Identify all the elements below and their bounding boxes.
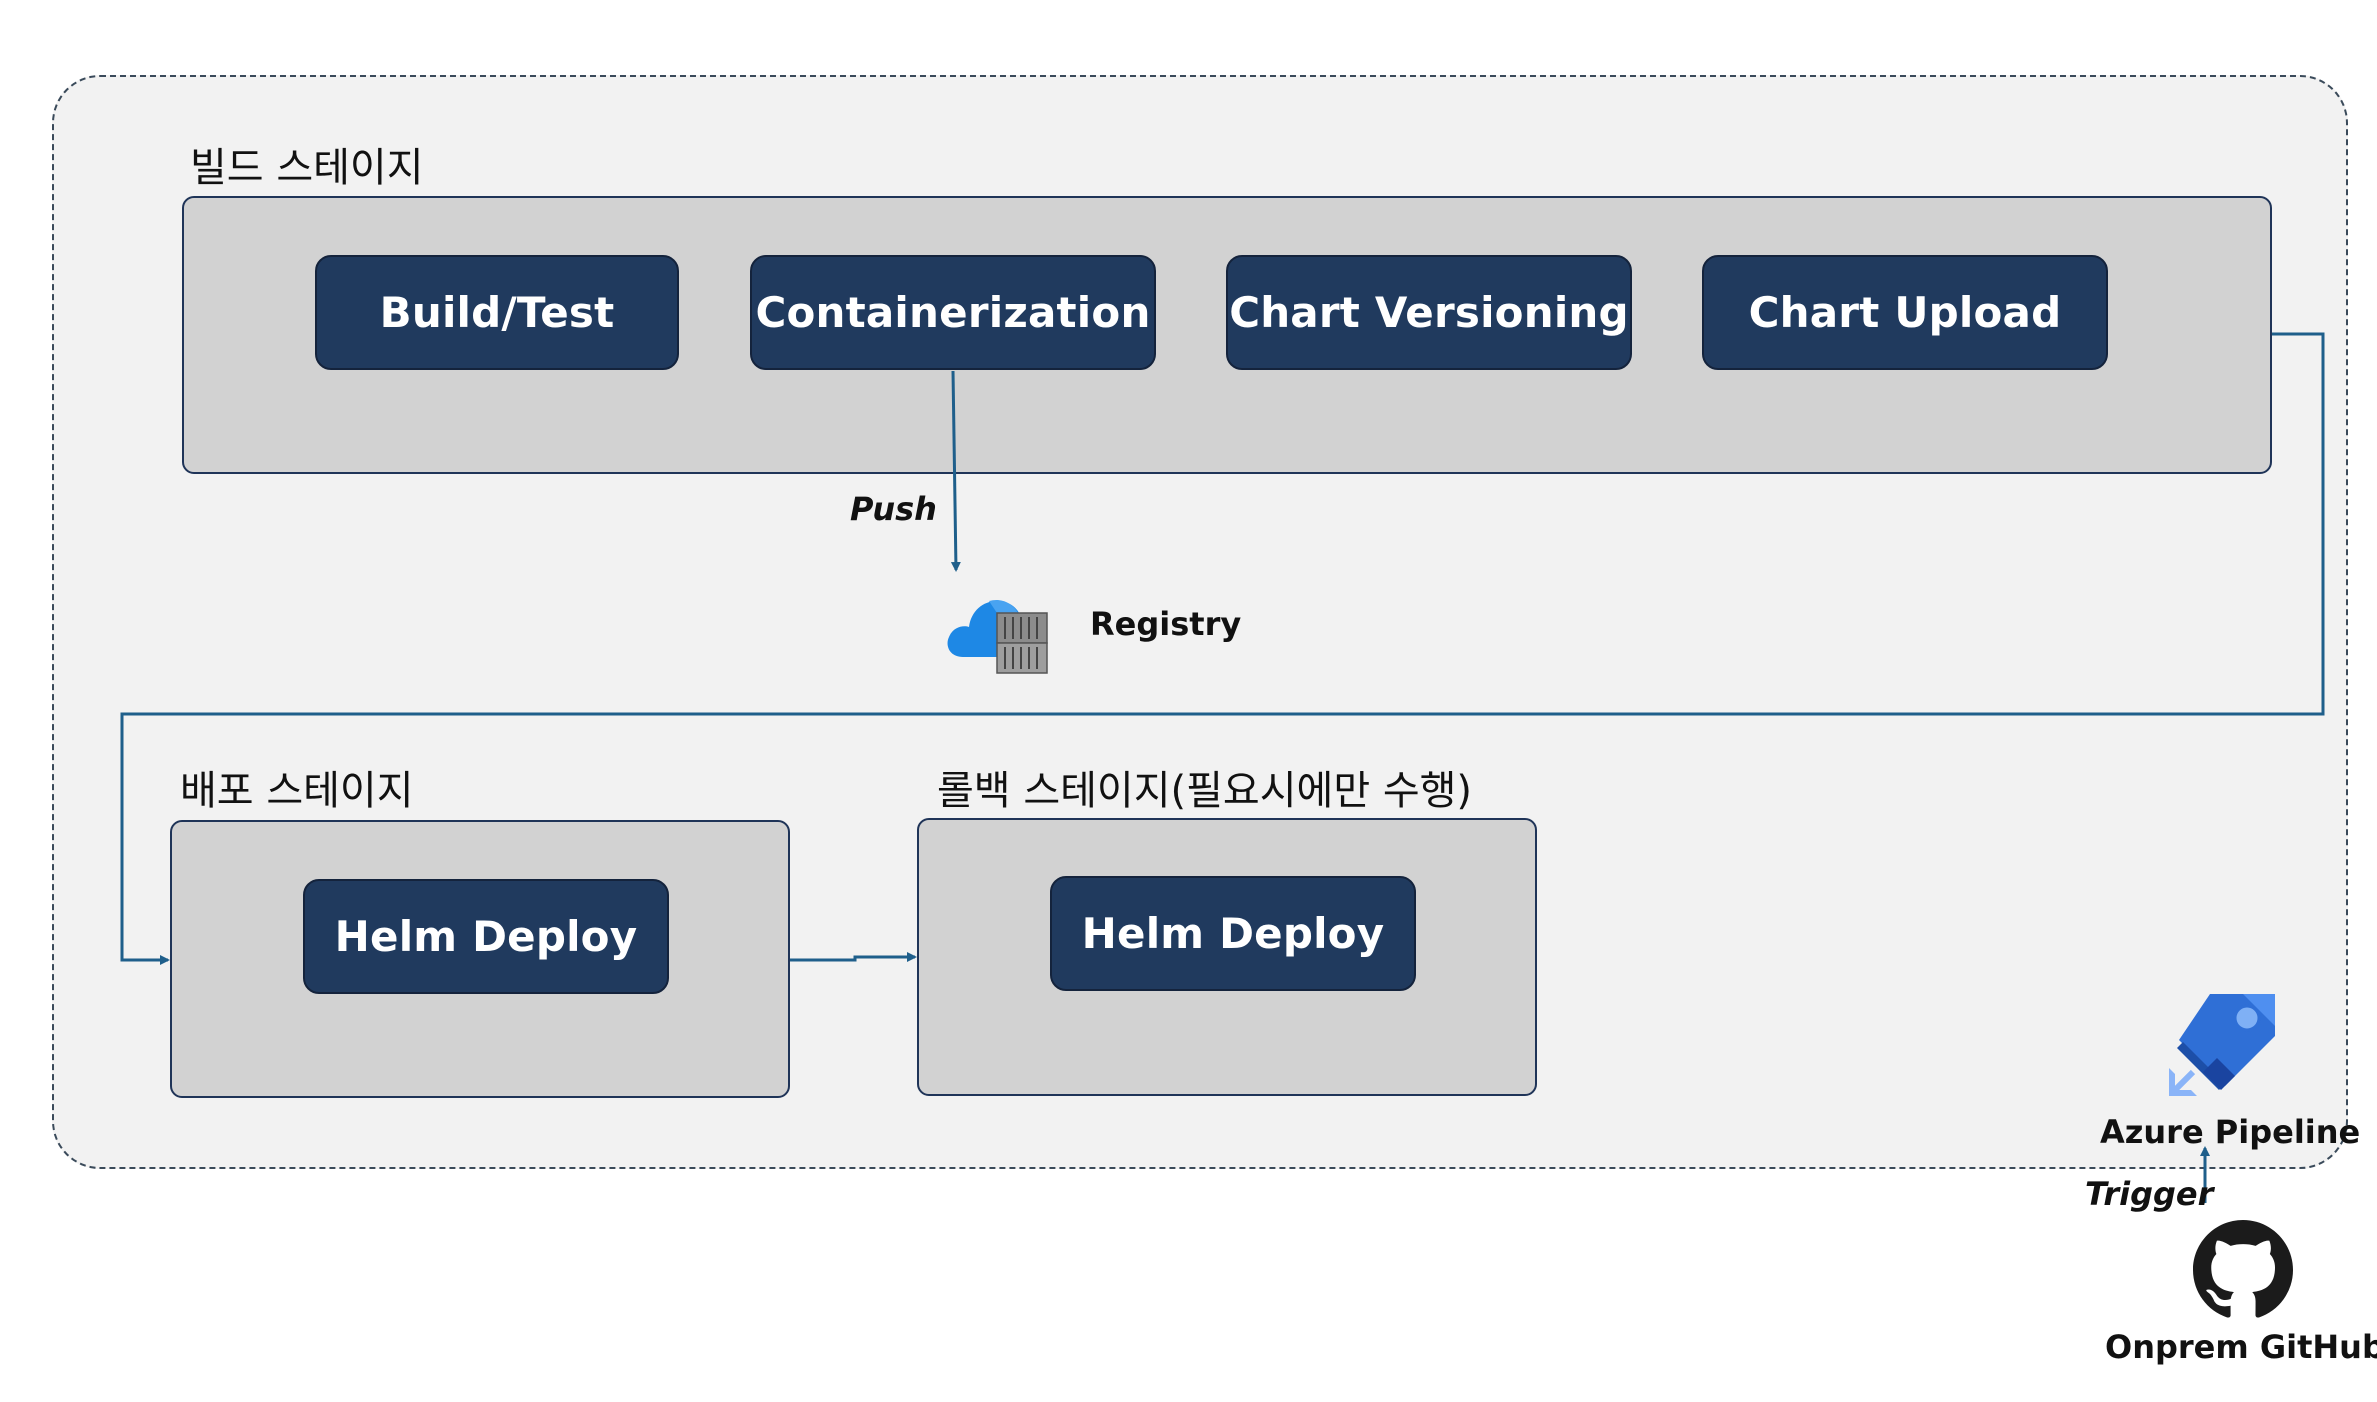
trigger-label: Trigger (2085, 1175, 2214, 1213)
github-icon (2193, 1220, 2293, 1318)
build-test-step[interactable]: Build/Test (315, 255, 679, 370)
rollback-helm-deploy-step[interactable]: Helm Deploy (1050, 876, 1416, 991)
azure-pipeline-label: Azure Pipeline (2100, 1113, 2361, 1151)
azure-pipelines-icon (2169, 994, 2275, 1096)
containerization-step[interactable]: Containerization (750, 255, 1156, 370)
chart-versioning-step[interactable]: Chart Versioning (1226, 255, 1632, 370)
azure-container-registry-icon (947, 599, 1048, 674)
github-label: Onprem GitHub (2105, 1328, 2377, 1366)
build-to-deploy-arrow (120, 332, 2325, 965)
registry-label: Registry (1090, 605, 1242, 643)
deploy-stage-label: 배포 스테이지 (180, 768, 414, 814)
rollback-stage-label: 롤백 스테이지(필요시에만 수행) (937, 768, 1473, 814)
push-label: Push (850, 490, 937, 528)
build-stage-label: 빌드 스테이지 (190, 145, 424, 191)
push-arrow (950, 370, 961, 572)
helm-deploy-step[interactable]: Helm Deploy (303, 879, 669, 994)
deploy-to-rollback-arrow (790, 952, 917, 962)
chart-upload-step[interactable]: Chart Upload (1702, 255, 2108, 370)
